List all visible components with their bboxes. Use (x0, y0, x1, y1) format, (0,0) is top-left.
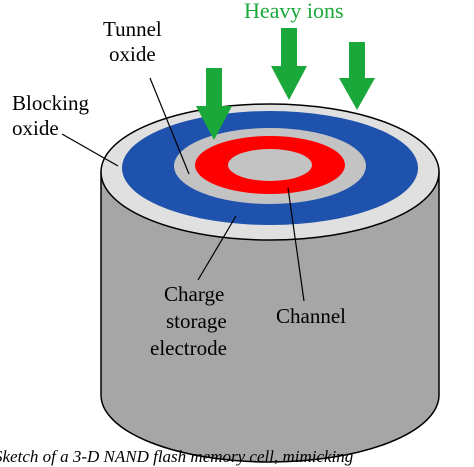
blocking-oxide-leader (61, 133, 119, 167)
charge-storage-label-line3: electrode (150, 336, 227, 360)
channel-leader (287, 187, 305, 302)
channel-label: Channel (276, 304, 346, 328)
ion-arrow-right (339, 42, 375, 110)
tunnel-oxide-leader (149, 77, 190, 175)
figure-caption: Sketch of a 3-D NAND flash memory cell, … (0, 447, 354, 466)
ion-arrow-middle (271, 28, 307, 100)
charge-storage-leader (197, 215, 237, 281)
cylinder-body (100, 171, 440, 463)
heavy-ions-label: Heavy ions (244, 0, 344, 23)
ion-arrow-left (196, 68, 232, 140)
charge-storage-label-line2: storage (166, 309, 227, 333)
charge-storage-label-line1: Charge (164, 282, 224, 306)
blocking-oxide-label-line1: Blocking (12, 91, 89, 115)
channel-core (228, 149, 312, 181)
blocking-oxide-label-line2: oxide (12, 116, 59, 140)
tunnel-oxide-label-line2: oxide (109, 42, 156, 66)
tunnel-oxide-label-line1: Tunnel (103, 17, 162, 41)
